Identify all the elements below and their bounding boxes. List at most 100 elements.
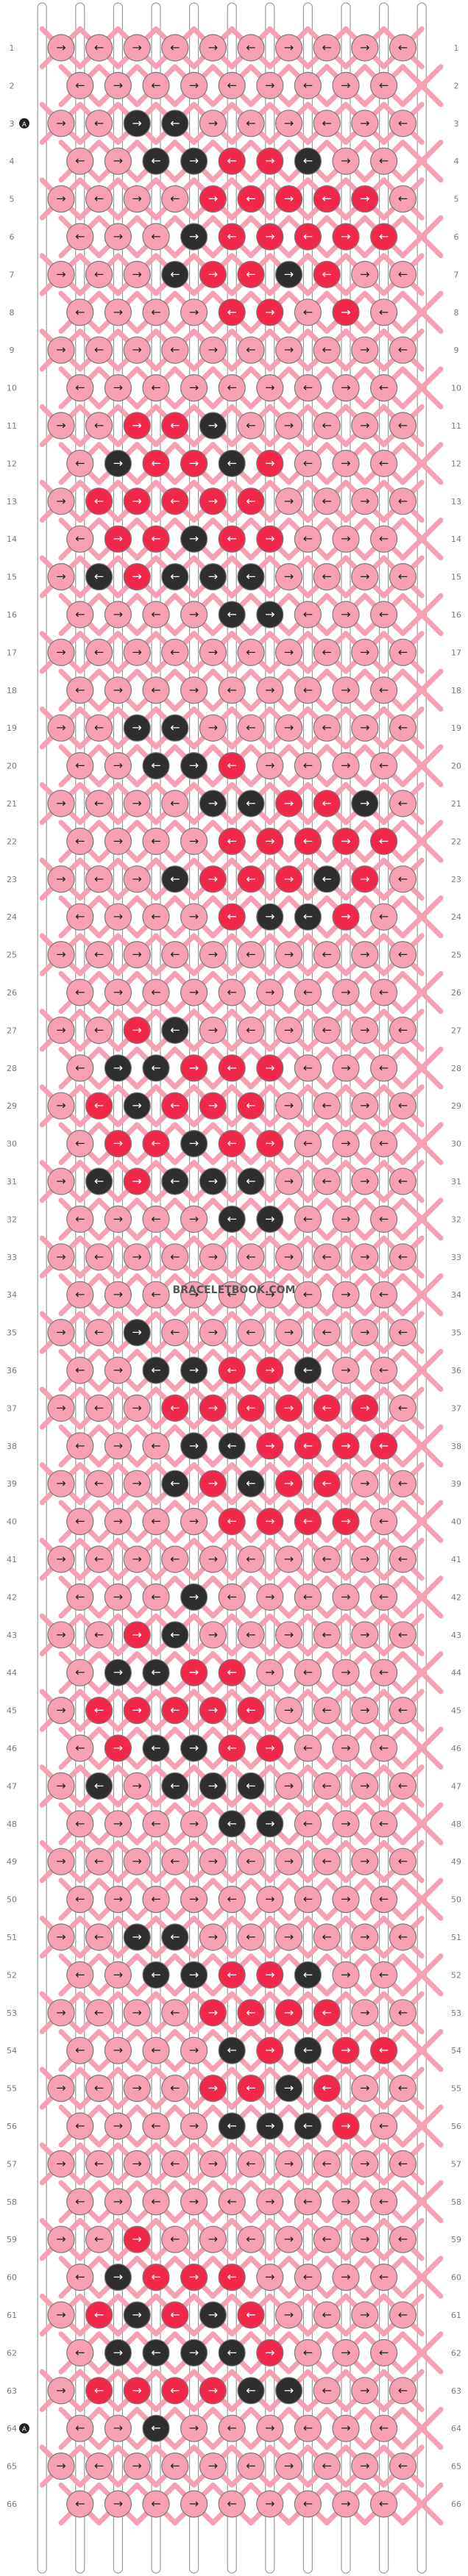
knot-pink: ← <box>389 1243 417 1271</box>
knot-arrow: → <box>341 532 350 545</box>
knot-pink: → <box>199 2150 227 2178</box>
row-number: 1 <box>10 43 15 53</box>
knot-arrow: → <box>208 1400 218 1414</box>
knot-pink: → <box>199 2452 227 2480</box>
strand-segment <box>400 518 444 561</box>
strand-segment <box>400 744 444 787</box>
knot-arrow: → <box>132 1250 141 1264</box>
row-number: 25 <box>451 951 461 960</box>
knot-arrow: → <box>132 720 141 734</box>
knot-pink: ← <box>389 2225 417 2253</box>
knot-arrow: ← <box>398 2308 408 2322</box>
knot-arrow: → <box>189 759 199 773</box>
knot-arrow: → <box>265 2270 274 2284</box>
knot-arrow: ← <box>94 494 104 508</box>
knot-red: → <box>199 185 227 213</box>
knot-pink: → <box>104 978 132 1006</box>
knot-arrow: ← <box>303 532 313 545</box>
knot-pink: ← <box>66 2339 94 2366</box>
knot-pink: ← <box>369 1054 398 1082</box>
knot-arrow: ← <box>75 834 85 848</box>
knot-arrow: ← <box>151 2270 160 2284</box>
knot-arrow: ← <box>75 683 85 697</box>
knot-red: → <box>199 1999 227 2027</box>
knot-pink: ← <box>313 714 341 742</box>
knot-dark: → <box>104 2339 132 2366</box>
knot-arrow: ← <box>322 1174 331 1188</box>
row-number: 42 <box>7 1592 17 1602</box>
knot-pink: ← <box>313 1847 341 1875</box>
knot-pink: ← <box>66 1961 94 1989</box>
strand-segment <box>400 1726 444 1770</box>
svg-text:A: A <box>22 2426 27 2433</box>
knot-pink: ← <box>142 223 170 251</box>
knot-pink: → <box>104 1886 132 1914</box>
knot-arrow: → <box>360 1628 369 1642</box>
knot-arrow: ← <box>151 1061 160 1075</box>
knot-pink: → <box>275 1243 303 1271</box>
knot-pink: ← <box>313 110 341 137</box>
knot-arrow: ← <box>151 1212 160 1226</box>
knot-arrow: → <box>360 1174 369 1188</box>
knot-red: → <box>275 1470 303 1498</box>
knot-pink: ← <box>389 34 417 62</box>
knot-pink: ← <box>294 1810 322 1838</box>
knot-arrow: → <box>189 154 199 168</box>
knot-arrow: → <box>341 1212 350 1226</box>
row-number: 22 <box>451 837 461 846</box>
knot-red: ← <box>85 1697 113 1725</box>
row-number: 43 <box>7 1631 17 1640</box>
row-number: 24 <box>7 912 17 922</box>
knot-pink: → <box>332 1961 360 1989</box>
knot-arrow: → <box>360 1552 369 1566</box>
strand-segment <box>400 1046 444 1090</box>
knot-arrow: ← <box>303 1892 313 1906</box>
knot-pink: ← <box>161 1545 189 1573</box>
knot-pink: ← <box>142 1810 170 1838</box>
knot-arrow: → <box>208 40 218 54</box>
knot-arrow: ← <box>303 2421 313 2435</box>
knot-arrow: → <box>113 1287 123 1301</box>
knot-arrow: ← <box>94 116 104 130</box>
row-number: 4 <box>454 157 459 166</box>
knot-pink: ← <box>389 1847 417 1875</box>
knot-arrow: → <box>113 2345 123 2359</box>
knot-red: → <box>332 2112 360 2140</box>
knot-pink: ← <box>66 71 94 100</box>
knot-dark: ← <box>161 1923 189 1951</box>
knot-arrow: → <box>132 2308 141 2322</box>
knot-arrow: ← <box>227 456 236 470</box>
knot-red: → <box>332 2036 360 2064</box>
knot-arrow: → <box>265 1061 274 1075</box>
knot-pink: → <box>47 940 75 969</box>
knot-arrow: → <box>132 1854 141 1868</box>
knot-pink: ← <box>66 2490 94 2518</box>
knot-arrow: ← <box>75 759 85 773</box>
knot-arrow: ← <box>151 2345 160 2359</box>
knot-arrow: → <box>284 1250 294 1264</box>
knot-pink: → <box>47 487 75 515</box>
knot-pink: → <box>351 1621 379 1649</box>
knot-pink: → <box>351 2301 379 2329</box>
row-number: 13 <box>451 497 461 507</box>
knot-red: ← <box>161 1394 189 1423</box>
knot-arrow: → <box>208 2383 218 2397</box>
knot-arrow: ← <box>322 645 331 659</box>
knot-arrow: → <box>113 1212 123 1226</box>
knot-red: ← <box>161 2301 189 2329</box>
knot-arrow: ← <box>227 2119 236 2133</box>
knot-arrow: → <box>56 2081 65 2095</box>
knot-arrow: → <box>56 192 65 206</box>
knot-arrow: ← <box>227 381 236 395</box>
knot-pink: ← <box>369 676 398 704</box>
knot-arrow: → <box>265 229 274 243</box>
knot-pink: → <box>332 525 360 553</box>
knot-dark: ← <box>85 562 113 591</box>
knot-pink: ← <box>313 2301 341 2329</box>
knot-arrow: → <box>113 78 123 92</box>
knot-arrow: ← <box>75 305 85 319</box>
knot-dark: → <box>123 1318 151 1347</box>
knot-arrow: → <box>341 759 350 773</box>
knot-red: ← <box>218 147 246 175</box>
knot-arrow: → <box>265 1514 274 1528</box>
